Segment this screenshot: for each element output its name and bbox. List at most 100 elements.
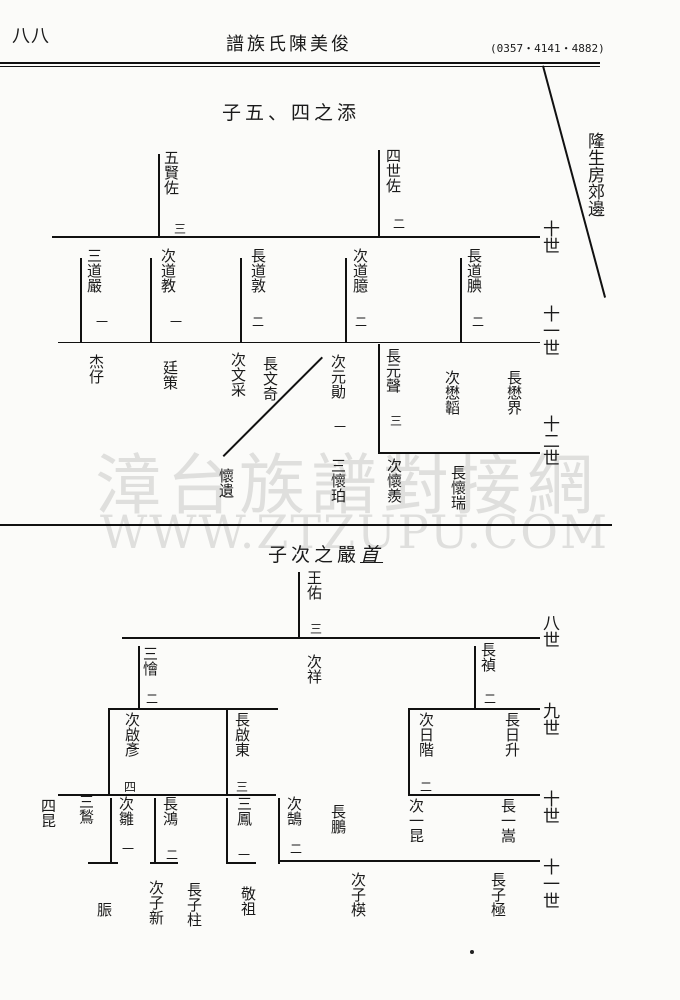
gen-label-10b: 十世: [539, 790, 559, 824]
gen10b-rule-right: [408, 794, 540, 796]
ord-kuai: 二: [146, 692, 159, 706]
person-maojie: 長懋界: [505, 370, 523, 415]
line-v: [240, 258, 242, 342]
person-daodun: 長道敦: [249, 248, 267, 293]
ord-qiyan: 四: [124, 780, 137, 794]
line-v: [110, 798, 112, 864]
ord-rijie: 二: [420, 780, 433, 794]
person-wangyou: 王佑: [305, 570, 323, 600]
person-qiyan: 次啟彥: [123, 712, 141, 757]
gen10b-rule-left: [58, 794, 276, 796]
gen-label-11b: 十一世: [539, 858, 559, 909]
line-v: [138, 646, 140, 708]
person-ziji: 長子極: [489, 872, 507, 917]
line-v: [226, 798, 228, 864]
gen-label-12: 十二世: [539, 415, 559, 466]
tick-b: [150, 862, 178, 864]
person-yuanxun: 次元勛: [329, 354, 347, 399]
person-zhen: 長禎: [479, 642, 497, 672]
ord-daotian: 二: [472, 315, 485, 329]
person-feng: 三鳳: [235, 796, 253, 826]
person-jiezai: 杰仔: [87, 354, 105, 384]
person-wenqi: 長文奇: [261, 356, 279, 401]
person-daotian: 長道腆: [465, 248, 483, 293]
person-tingce: 廷策: [161, 360, 179, 390]
ord-daoyi: 二: [355, 315, 368, 329]
person-yikun: 次一昆: [407, 798, 425, 843]
line-v: [298, 572, 300, 638]
section1-title: 子五、四之添: [222, 102, 361, 124]
ord-shizuo: 二: [393, 217, 406, 231]
person-hong: 長鴻: [161, 796, 179, 826]
page-title: 譜族氏陳美俊: [226, 34, 352, 55]
person-chu: 次雛: [117, 796, 135, 826]
gen8-rule: [122, 637, 540, 639]
line-v: [154, 798, 156, 864]
person-daojiao: 次道教: [159, 248, 177, 293]
person-yuansheng: 長元聲: [384, 348, 402, 393]
ord-yuansheng: 三: [390, 414, 403, 428]
ord-daoyan: 一: [96, 315, 109, 329]
line-v: [278, 798, 280, 864]
line-v: [226, 710, 228, 796]
ord-chu: 一: [122, 842, 135, 856]
person-kun: 四昆: [39, 798, 57, 828]
header-rule-thin: [0, 66, 600, 67]
person-qidong: 長啟東: [233, 712, 251, 757]
gen11-rule: [58, 342, 540, 343]
section2-title-text: 子次之嚴: [268, 544, 361, 566]
person-peng: 長鵬: [329, 804, 347, 834]
header-rule: [0, 62, 600, 64]
ord-daodun: 二: [252, 315, 265, 329]
person-wencai: 次文采: [229, 352, 247, 397]
person-zimo: 次子楧: [349, 872, 367, 917]
ord-yuanxun: 一: [334, 420, 347, 434]
person-maotao: 次懋韜: [443, 370, 461, 415]
side-note: 隆生房郊邊: [584, 132, 604, 217]
ord-zhen: 二: [484, 692, 497, 706]
ord-xianzuo: 三: [174, 222, 187, 236]
person-huairui: 長懷瑞: [449, 465, 467, 510]
ord-daojiao: 一: [170, 315, 183, 329]
ord-wangyou: 三: [310, 622, 323, 636]
person-huaixian: 次懷羨: [385, 458, 403, 503]
ord-hong: 二: [166, 848, 179, 862]
line-v: [378, 150, 380, 236]
ord-hu: 二: [290, 842, 303, 856]
gen-label-8: 八世: [539, 614, 559, 648]
gen10-rule: [52, 236, 540, 238]
section2-title: 子次之嚴首: [268, 540, 383, 567]
phone-number: (0357・4141・4882): [490, 42, 605, 55]
person-yisong: 長一嵩: [499, 798, 517, 843]
gen9-rule-right: [408, 708, 540, 710]
person-jingzu: 敬祖: [239, 886, 257, 916]
person-hu: 次鵠: [285, 796, 303, 826]
person-huaiyi: 懷遺: [217, 468, 235, 498]
line-v: [345, 258, 347, 342]
line-v: [408, 710, 410, 796]
tick-a: [88, 862, 118, 864]
tick-c: [226, 862, 256, 864]
line-v: [108, 710, 110, 796]
gen-label-10: 十世: [539, 220, 559, 254]
person-huaipo: 三懷珀: [329, 458, 347, 503]
page-number: 八八: [12, 26, 50, 47]
gen-label-11: 十一世: [539, 305, 559, 356]
person-qiu: 三鶖: [77, 794, 95, 824]
section2-title-mark: 首: [360, 544, 384, 566]
person-daoyi: 次道臆: [351, 248, 369, 293]
line-v: [378, 344, 380, 452]
person-shizuo: 四世佐: [384, 148, 402, 193]
person-kuai: 三懀: [141, 646, 159, 676]
person-daoyan: 三道嚴: [85, 248, 103, 293]
gen12-rule: [378, 452, 540, 454]
section-divider: [0, 524, 612, 526]
gen11b-rule: [278, 860, 540, 862]
line-v: [460, 258, 462, 342]
line-v: [150, 258, 152, 342]
person-zizhu: 長子柱: [185, 882, 203, 927]
person-xianzuo: 五賢佐: [162, 150, 180, 195]
line-v: [474, 646, 476, 708]
gen-label-9: 九世: [539, 702, 559, 736]
line-v: [80, 258, 82, 342]
